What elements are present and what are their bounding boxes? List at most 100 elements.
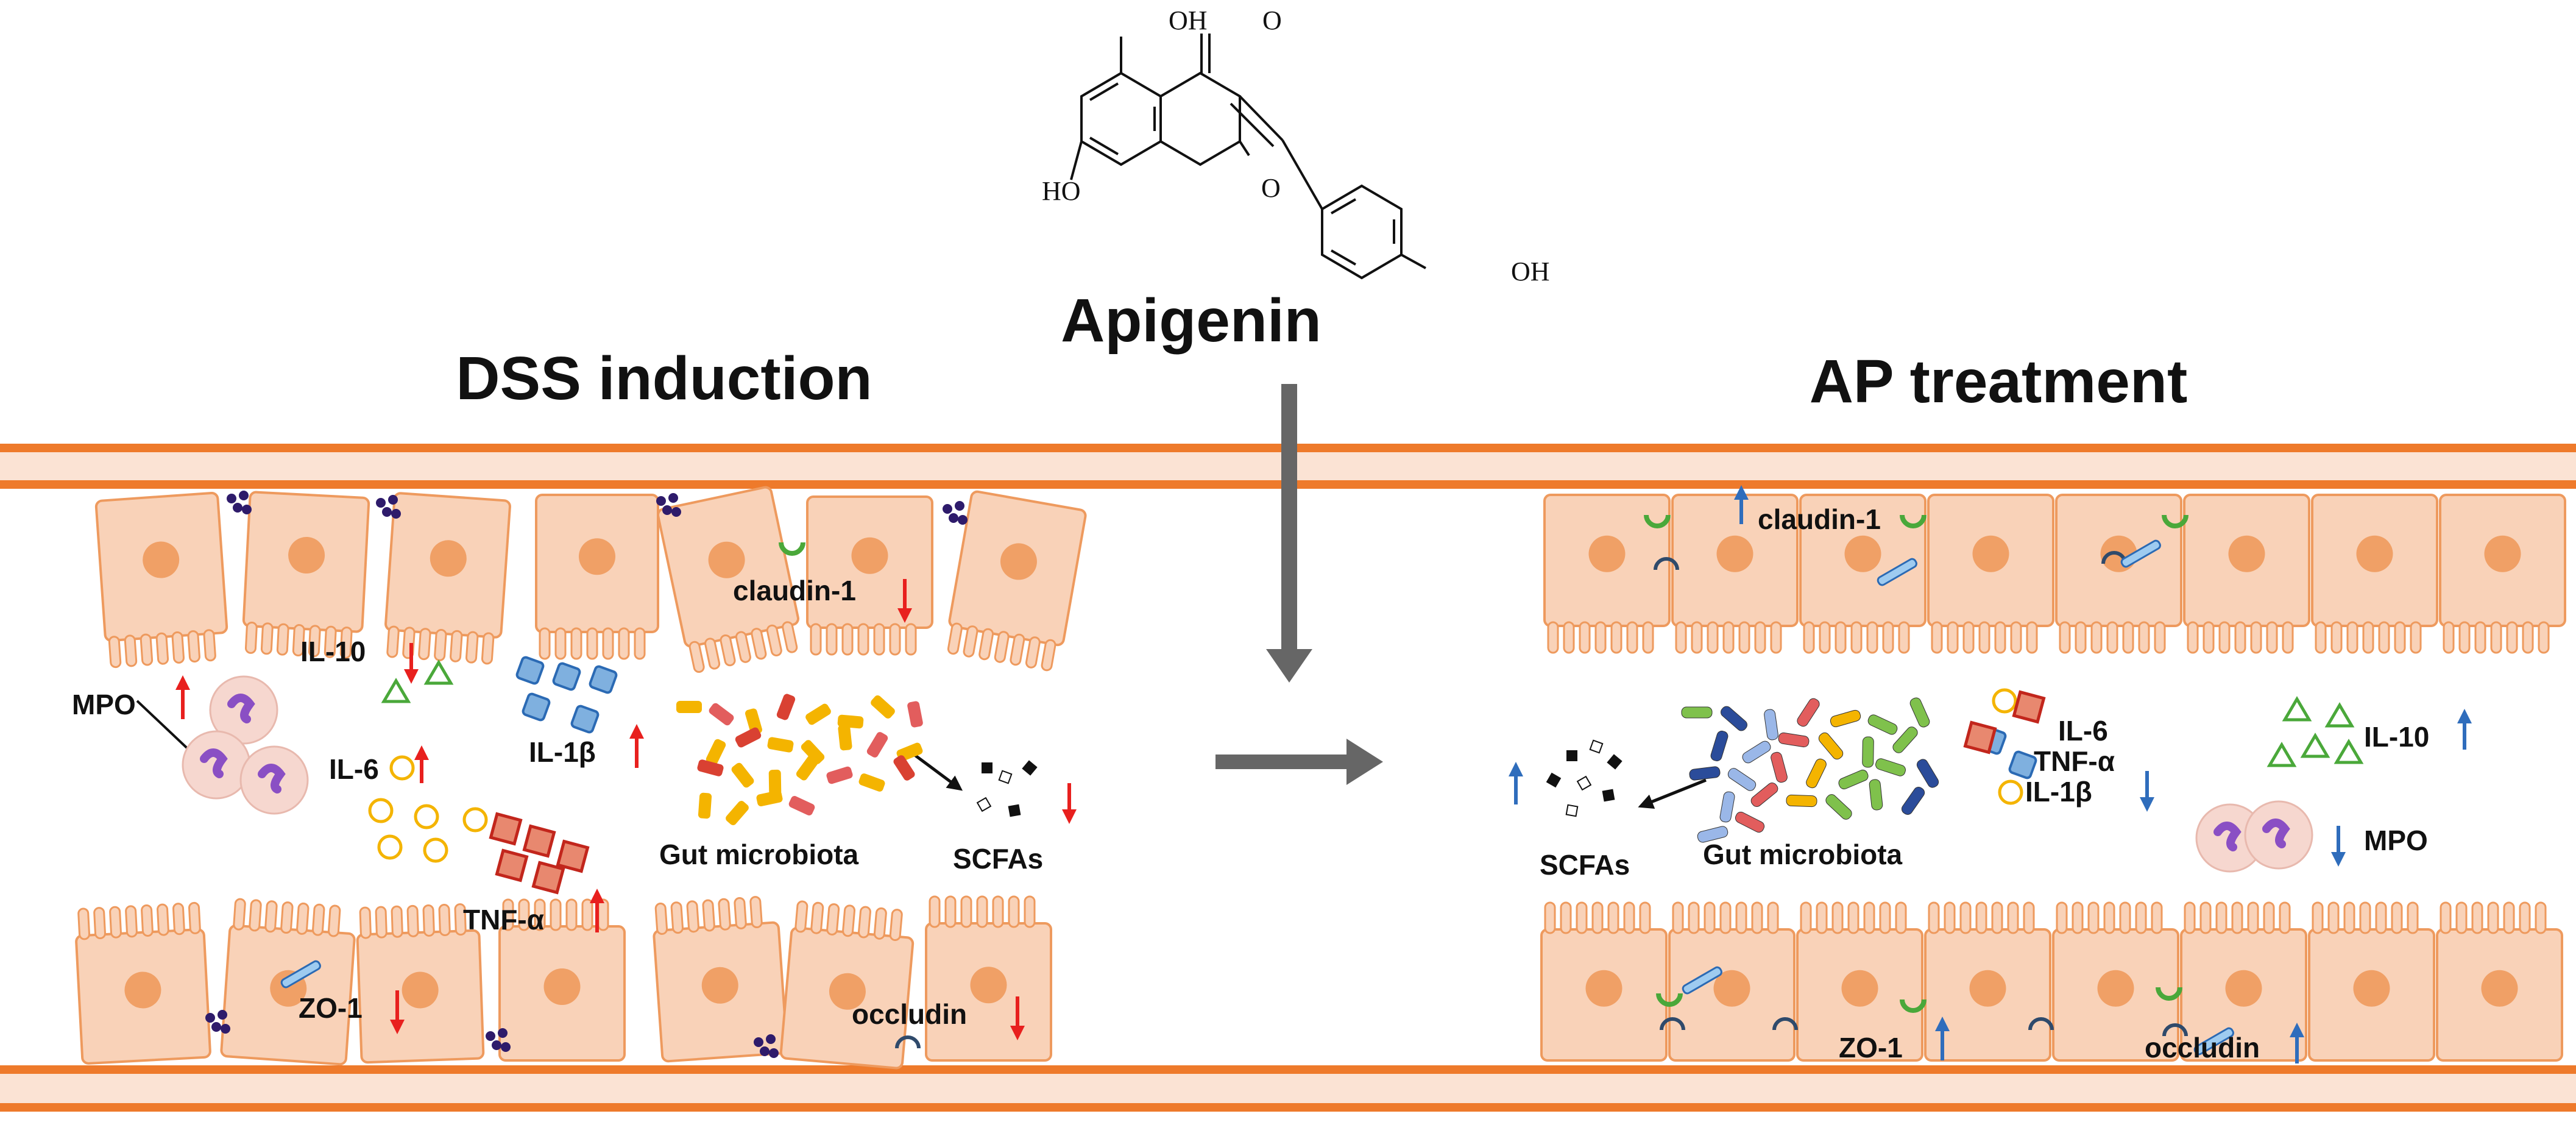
purple-dot	[239, 491, 249, 500]
il10-triangle	[423, 659, 454, 685]
microvillus	[2503, 901, 2515, 934]
molecule-name: Apigenin	[1061, 286, 1322, 355]
microvillus	[308, 625, 321, 658]
epithelial-cell	[384, 492, 511, 665]
neutrophil	[239, 745, 309, 815]
microvillus	[2359, 901, 2371, 934]
microvillus	[947, 622, 963, 655]
microvillus	[1025, 636, 1041, 669]
purple-dot	[668, 493, 678, 503]
microvillus	[857, 906, 871, 939]
il10-triangle	[2266, 742, 2297, 767]
microvillus	[1947, 621, 1959, 654]
epithelial-cell	[779, 900, 915, 1070]
epithelial-cell	[1668, 901, 1796, 1062]
microvillus	[702, 899, 715, 932]
microvillus	[2312, 901, 2324, 934]
microvillus	[280, 901, 294, 934]
scfa-particle	[1022, 760, 1038, 776]
microvillus	[1735, 901, 1747, 934]
microvillus	[312, 903, 325, 936]
purple-dot-cluster	[205, 1010, 230, 1034]
microvillus	[276, 623, 289, 656]
microvillus	[688, 641, 705, 673]
microvillus	[1642, 621, 1654, 654]
il1b-square	[2008, 750, 2037, 779]
microvillus	[2535, 901, 2547, 934]
microbe	[698, 792, 712, 819]
claudin-junction	[1900, 999, 1927, 1013]
microvillus	[2103, 901, 2115, 934]
microbe	[726, 801, 749, 825]
epithelial-cell	[1671, 494, 1799, 654]
microvillus	[2362, 621, 2374, 654]
il10-triangle	[381, 678, 411, 703]
purple-dot	[498, 1028, 508, 1038]
microvillus	[1738, 621, 1750, 654]
microvillus	[2519, 901, 2531, 934]
microbe	[1689, 766, 1721, 781]
purple-dot	[943, 504, 952, 514]
epithelial-cell	[653, 896, 788, 1063]
microvillus	[2455, 901, 2468, 934]
molecule-double-bond	[1089, 82, 1119, 101]
epithelial-cell	[2183, 494, 2310, 654]
epithelial-cell	[498, 898, 626, 1062]
epithelial-cell	[1543, 494, 1671, 654]
microbe	[1735, 811, 1765, 833]
tnfa-square	[495, 848, 529, 882]
scfa-particle	[976, 797, 992, 812]
il6-circle	[1998, 779, 2023, 805]
microbe	[796, 755, 819, 781]
microvillus	[994, 631, 1010, 663]
microvillus	[249, 899, 262, 932]
left-microbiota-label: Gut microbiota	[659, 839, 859, 870]
microvillus	[670, 901, 684, 934]
epithelial-cell	[356, 903, 485, 1064]
epithelial-cell	[2055, 494, 2182, 654]
left-il10-label: IL-10	[300, 636, 366, 667]
molecule-bond-ho	[1070, 141, 1083, 180]
scfa-particle	[1576, 775, 1592, 791]
microvillus	[1563, 621, 1575, 654]
microvillus	[296, 902, 310, 935]
microvillus	[992, 895, 1004, 928]
microvillus	[1751, 901, 1763, 934]
microvillus	[905, 623, 917, 656]
neutrophil	[209, 675, 278, 745]
microbe	[1750, 783, 1778, 807]
microvillus	[1688, 901, 1700, 934]
microvillus	[1594, 621, 1607, 654]
microvillus	[1866, 621, 1878, 654]
scfa-particle	[998, 770, 1013, 784]
microvillus	[2487, 901, 2499, 934]
tnfa-square	[531, 861, 565, 895]
molecule-oh-right: OH	[1511, 257, 1550, 286]
microvillus	[2410, 621, 2422, 654]
microvillus	[734, 897, 747, 929]
purple-dot	[388, 495, 398, 505]
right-claudin-label: claudin-1	[1758, 503, 1881, 535]
microvillus	[391, 905, 403, 938]
microvillus	[1819, 621, 1831, 654]
microbe	[1742, 740, 1771, 764]
microvillus	[618, 627, 630, 660]
epithelial-cell	[947, 490, 1087, 672]
microvillus	[2187, 621, 2199, 654]
microvillus	[2263, 901, 2275, 934]
microvillus	[1607, 901, 1619, 934]
right-occludin-label: occludin	[2145, 1032, 2260, 1063]
epithelial-cell	[2308, 901, 2435, 1062]
il1b-square	[515, 656, 545, 685]
left-scfas-label: SCFAs	[953, 843, 1043, 875]
microbe	[1710, 730, 1729, 762]
microvillus	[2026, 621, 2038, 654]
occludin-junction	[1660, 1017, 1685, 1031]
microvillus	[794, 900, 809, 933]
microvillus	[327, 904, 341, 937]
microvillus	[2506, 621, 2518, 654]
microvillus	[1803, 621, 1815, 654]
microbe	[1786, 794, 1817, 808]
microvillus	[2151, 901, 2163, 934]
microbe	[1892, 726, 1918, 753]
